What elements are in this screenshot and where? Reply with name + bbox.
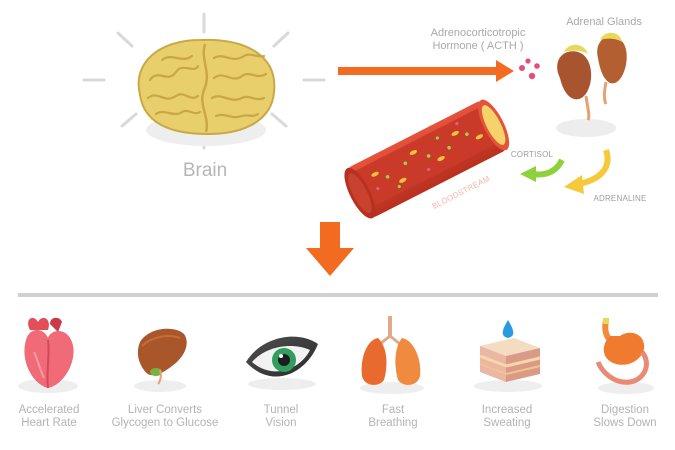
effect-label-sweat: Increased Sweating [481,404,533,429]
acth-label-line1: Adrenocorticotropic [430,27,526,39]
adrenaline-label: ADRENALINE [593,194,647,203]
brain-label: Brain [182,160,228,181]
effect-label-heart: Accelerated Heart Rate [18,404,80,429]
acth-label: Adrenocorticotropic Hormone ( ACTH ) [410,27,546,53]
divider-line [18,293,658,297]
cortisol-label: CORTISOL [510,150,554,159]
adrenaline-arrow [564,149,611,194]
effect-label-eye: Tunnel Vision [263,404,299,429]
signal-arrow-right [338,60,514,82]
heart-icon [18,317,78,393]
brain-icon [82,12,326,150]
effect-label-liver: Liver Converts Glycogen to Glucose [111,404,219,429]
effect-label-stomach: Digestion Slows Down [593,404,657,429]
down-arrow [306,222,354,276]
effect-label-lungs: Fast Breathing [368,404,418,429]
liver-icon [134,328,187,392]
eye-icon [246,336,318,390]
cortisol-arrow [520,158,565,182]
adrenal-glands-label: Adrenal Glands [566,16,642,28]
acth-molecules [519,58,540,80]
skin-sweat-icon [474,320,542,392]
adrenal-glands-icon [556,32,627,137]
bloodstream-vessel-icon [344,99,510,219]
lungs-icon [360,316,424,394]
acth-label-line2: Hormone ( ACTH ) [432,40,524,52]
stomach-icon [595,318,654,394]
